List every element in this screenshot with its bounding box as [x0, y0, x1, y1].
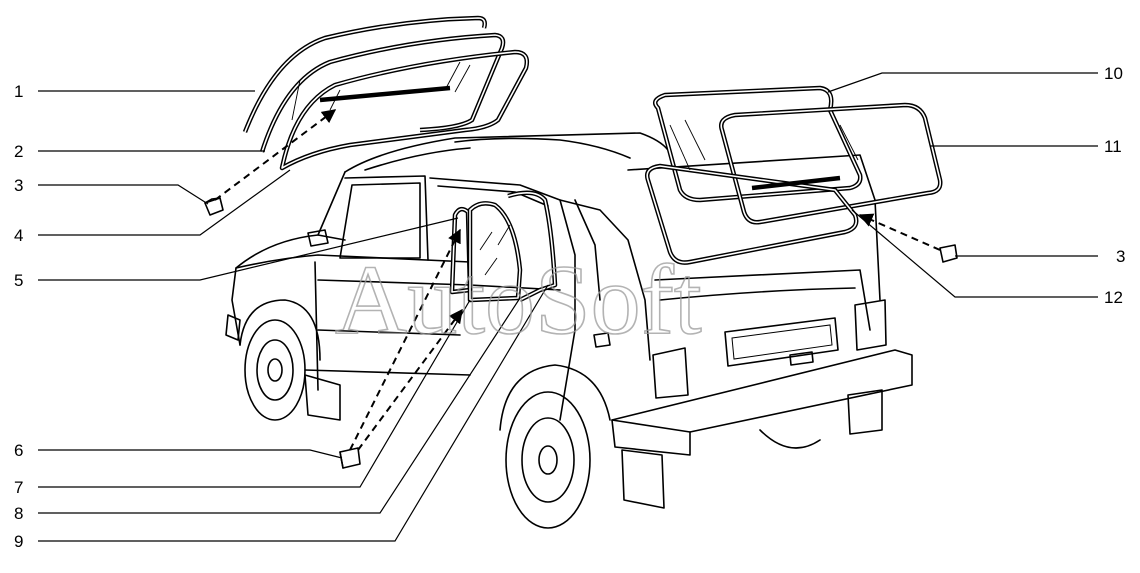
callout-labels: 1 2 3 4 5 6 7 8 9 10 11 3 12: [14, 64, 1125, 551]
callout-10: 10: [1104, 64, 1123, 83]
windshield-assembly: [242, 15, 530, 171]
rear-door-window-seals: [449, 190, 558, 303]
callout-3-left: 3: [14, 176, 23, 195]
clip-right: [939, 244, 958, 263]
callout-7: 7: [14, 478, 23, 497]
callout-6: 6: [14, 441, 23, 460]
assembly-arrows: [214, 109, 941, 451]
leader-lines: [38, 72, 1098, 542]
rear-window-assembly: [645, 85, 943, 265]
callout-5: 5: [14, 271, 23, 290]
callout-2: 2: [14, 142, 23, 161]
callout-1: 1: [14, 82, 23, 101]
watermark-text: AutoSoft: [335, 244, 702, 355]
vehicle-body: [225, 132, 913, 529]
callout-3-right: 3: [1116, 247, 1125, 266]
callout-12: 12: [1104, 288, 1123, 307]
callout-11: 11: [1104, 137, 1122, 156]
callout-9: 9: [14, 532, 23, 551]
callout-8: 8: [14, 504, 23, 523]
callout-4: 4: [14, 226, 23, 245]
